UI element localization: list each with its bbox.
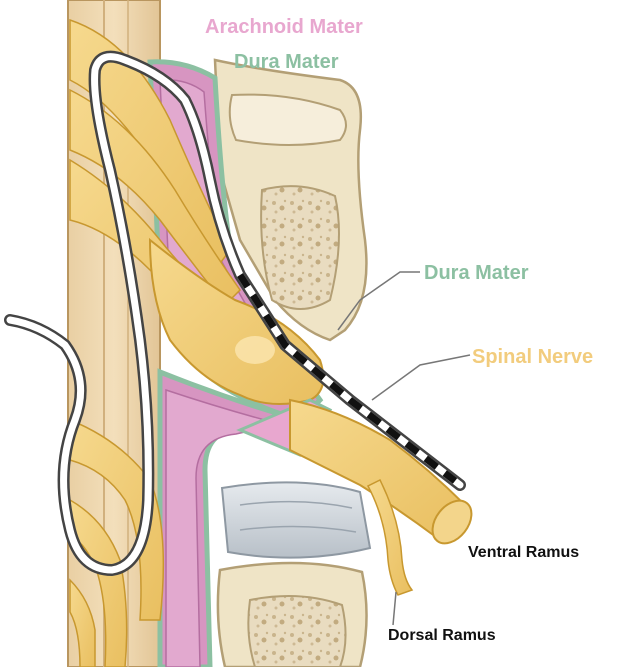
label-dorsal-ramus: Dorsal Ramus [388,627,496,644]
label-arachnoid-mater: Arachnoid Mater [205,16,363,38]
lower-vertebra-marrow [248,596,345,667]
label-ventral-ramus: Ventral Ramus [468,544,579,561]
leader-spinal-nerve [372,355,470,400]
label-dura-mater-top: Dura Mater [234,51,339,73]
upper-vertebra-marrow [261,186,339,309]
label-spinal-nerve: Spinal Nerve [472,346,593,368]
leader-dorsal-ramus [393,592,396,625]
intervertebral-disc [222,482,370,557]
label-dura-mater-mid: Dura Mater [424,262,529,284]
